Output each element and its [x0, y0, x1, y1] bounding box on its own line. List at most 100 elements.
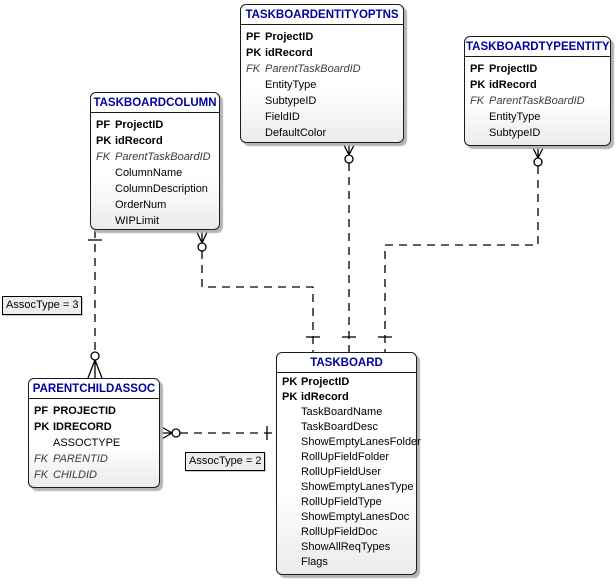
attribute-row: SubtypeID: [241, 93, 403, 109]
entity-taskboard[interactable]: TASKBOARD PK ProjectID PK idRecord TaskB…: [276, 352, 421, 575]
connector-taskboardtypeentity-taskboard: [378, 145, 545, 352]
attribute-row: ASSOCTYPE: [29, 435, 159, 451]
key-prefix: [91, 181, 115, 197]
entity-title: TASKBOARD: [277, 353, 416, 373]
attribute-row: PK idRecord: [91, 133, 219, 149]
attribute-name: ColumnDescription: [115, 183, 208, 195]
key-prefix: [91, 213, 115, 229]
assoc-type-3-label[interactable]: AssocType = 3: [2, 296, 83, 315]
key-prefix: [277, 435, 301, 450]
attribute-row: FieldID: [241, 109, 403, 125]
key-prefix: PF: [246, 31, 261, 43]
connector-taskboardcolumn-parentchildassoc: [87, 230, 103, 379]
key-prefix: PK: [282, 376, 298, 388]
key-prefix: [465, 125, 489, 141]
attribute-name: WIPLimit: [115, 215, 159, 227]
attribute-row: ShowEmptyLanesFolder: [277, 435, 421, 450]
attribute-list: PF PROJECTID PK IDRECORD ASSOCTYPE FK PA…: [29, 399, 159, 483]
attribute-list: PF ProjectID PK idRecord FK ParentTaskBo…: [91, 113, 219, 229]
crows-foot-many: [531, 145, 545, 159]
attribute-name: SubtypeID: [489, 127, 541, 139]
key-prefix: PK: [96, 135, 112, 147]
attribute-name: ColumnName: [115, 167, 183, 179]
attribute-row: DefaultColor: [241, 125, 403, 141]
attribute-row: ShowEmptyLanesDoc: [277, 510, 416, 525]
entity-title: TASKBOARDTYPEENTITY: [465, 37, 610, 57]
key-prefix: [277, 555, 301, 570]
attribute-row: OrderNum: [91, 197, 219, 213]
cardinality-zero-circle: [344, 154, 354, 164]
entity-title: PARENTCHILDASSOC: [29, 379, 159, 399]
key-prefix: [241, 109, 265, 125]
attribute-row: RollUpFieldFolder: [277, 450, 416, 465]
attribute-row: PK IDRECORD: [29, 419, 159, 435]
attribute-row: EntityType: [241, 77, 403, 93]
attribute-row: RollUpFieldType: [277, 495, 416, 510]
attribute-name: ProjectID: [301, 376, 350, 388]
key-prefix: [241, 125, 265, 141]
key-prefix: [277, 465, 301, 480]
crows-foot-many: [159, 425, 173, 441]
attribute-name: RollUpFieldUser: [301, 466, 382, 478]
attribute-row: FK CHILDID: [29, 467, 159, 483]
key-prefix: PF: [34, 405, 49, 417]
attribute-row: PK idRecord: [465, 77, 610, 93]
key-prefix: PF: [96, 119, 111, 131]
connector-parentchildassoc-taskboard: [159, 425, 276, 441]
entity-title: TASKBOARDCOLUMN: [91, 93, 219, 113]
key-prefix: [277, 510, 301, 525]
key-prefix: [91, 197, 115, 213]
attribute-name: ShowEmptyLanesDoc: [301, 511, 410, 523]
attribute-name: RollUpFieldType: [301, 496, 382, 508]
assoc-type-2-label[interactable]: AssocType = 2: [185, 452, 266, 471]
entity-taskboardtypeentity[interactable]: TASKBOARDTYPEENTITY PF ProjectID PK idRe…: [464, 36, 611, 146]
attribute-name: ParentTaskBoardID: [489, 95, 585, 107]
attribute-row: PF ProjectID: [465, 61, 610, 77]
attribute-row: PK ProjectID: [277, 375, 416, 390]
key-prefix: [277, 525, 301, 540]
attribute-row: ShowEmptyLanesType: [277, 480, 416, 495]
attribute-name: EntityType: [489, 111, 541, 123]
attribute-name: idRecord: [265, 47, 313, 59]
attribute-list: PF ProjectID PK idRecord FK ParentTaskBo…: [465, 57, 610, 141]
attribute-name: RollUpFieldFolder: [301, 451, 390, 463]
crows-foot-many: [342, 142, 356, 156]
attribute-name: EntityType: [265, 79, 317, 91]
attribute-name: TaskBoardName: [301, 406, 383, 418]
attribute-name: idRecord: [115, 135, 163, 147]
attribute-row: ShowAllReqTypes: [277, 540, 416, 555]
connector-taskboardentityoptns-taskboard: [342, 142, 356, 352]
attribute-name: Flags: [301, 556, 328, 568]
key-prefix: FK: [34, 469, 49, 481]
attribute-row: PK idRecord: [241, 45, 403, 61]
attribute-name: ASSOCTYPE: [53, 437, 121, 449]
entity-parentchildassoc[interactable]: PARENTCHILDASSOC PF PROJECTID PK IDRECOR…: [28, 378, 160, 488]
attribute-name: SubtypeID: [265, 95, 317, 107]
attribute-name: RollUpFieldDoc: [301, 526, 378, 538]
attribute-name: FieldID: [265, 111, 300, 123]
attribute-row: RollUpFieldUser: [277, 465, 416, 480]
cardinality-zero-circle: [171, 428, 181, 438]
attribute-name: idRecord: [489, 79, 537, 91]
key-prefix: PK: [246, 47, 262, 59]
attribute-name: ShowEmptyLanesFolder: [301, 436, 421, 448]
attribute-row: TaskBoardDesc: [277, 420, 416, 435]
attribute-row: ColumnDescription: [91, 181, 219, 197]
attribute-list: PF ProjectID PK idRecord FK ParentTaskBo…: [241, 25, 403, 141]
key-prefix: FK: [96, 151, 111, 163]
attribute-name: idRecord: [301, 391, 349, 403]
attribute-name: ProjectID: [115, 119, 164, 131]
attribute-row: WIPLimit: [91, 213, 219, 229]
attribute-name: PROJECTID: [53, 405, 116, 417]
cardinality-zero-circle: [90, 351, 100, 361]
entity-taskboardentityoptns[interactable]: TASKBOARDENTITYOPTNS PF ProjectID PK idR…: [240, 4, 404, 143]
attribute-row: PF ProjectID: [241, 29, 403, 45]
key-prefix: [29, 435, 53, 451]
crows-foot-many: [195, 229, 209, 244]
entity-taskboardcolumn[interactable]: TASKBOARDCOLUMN PF ProjectID PK idRecord…: [90, 92, 220, 230]
key-prefix: FK: [246, 63, 261, 75]
attribute-row: FK ParentTaskBoardID: [241, 61, 403, 77]
attribute-row: FK PARENTID: [29, 451, 159, 467]
